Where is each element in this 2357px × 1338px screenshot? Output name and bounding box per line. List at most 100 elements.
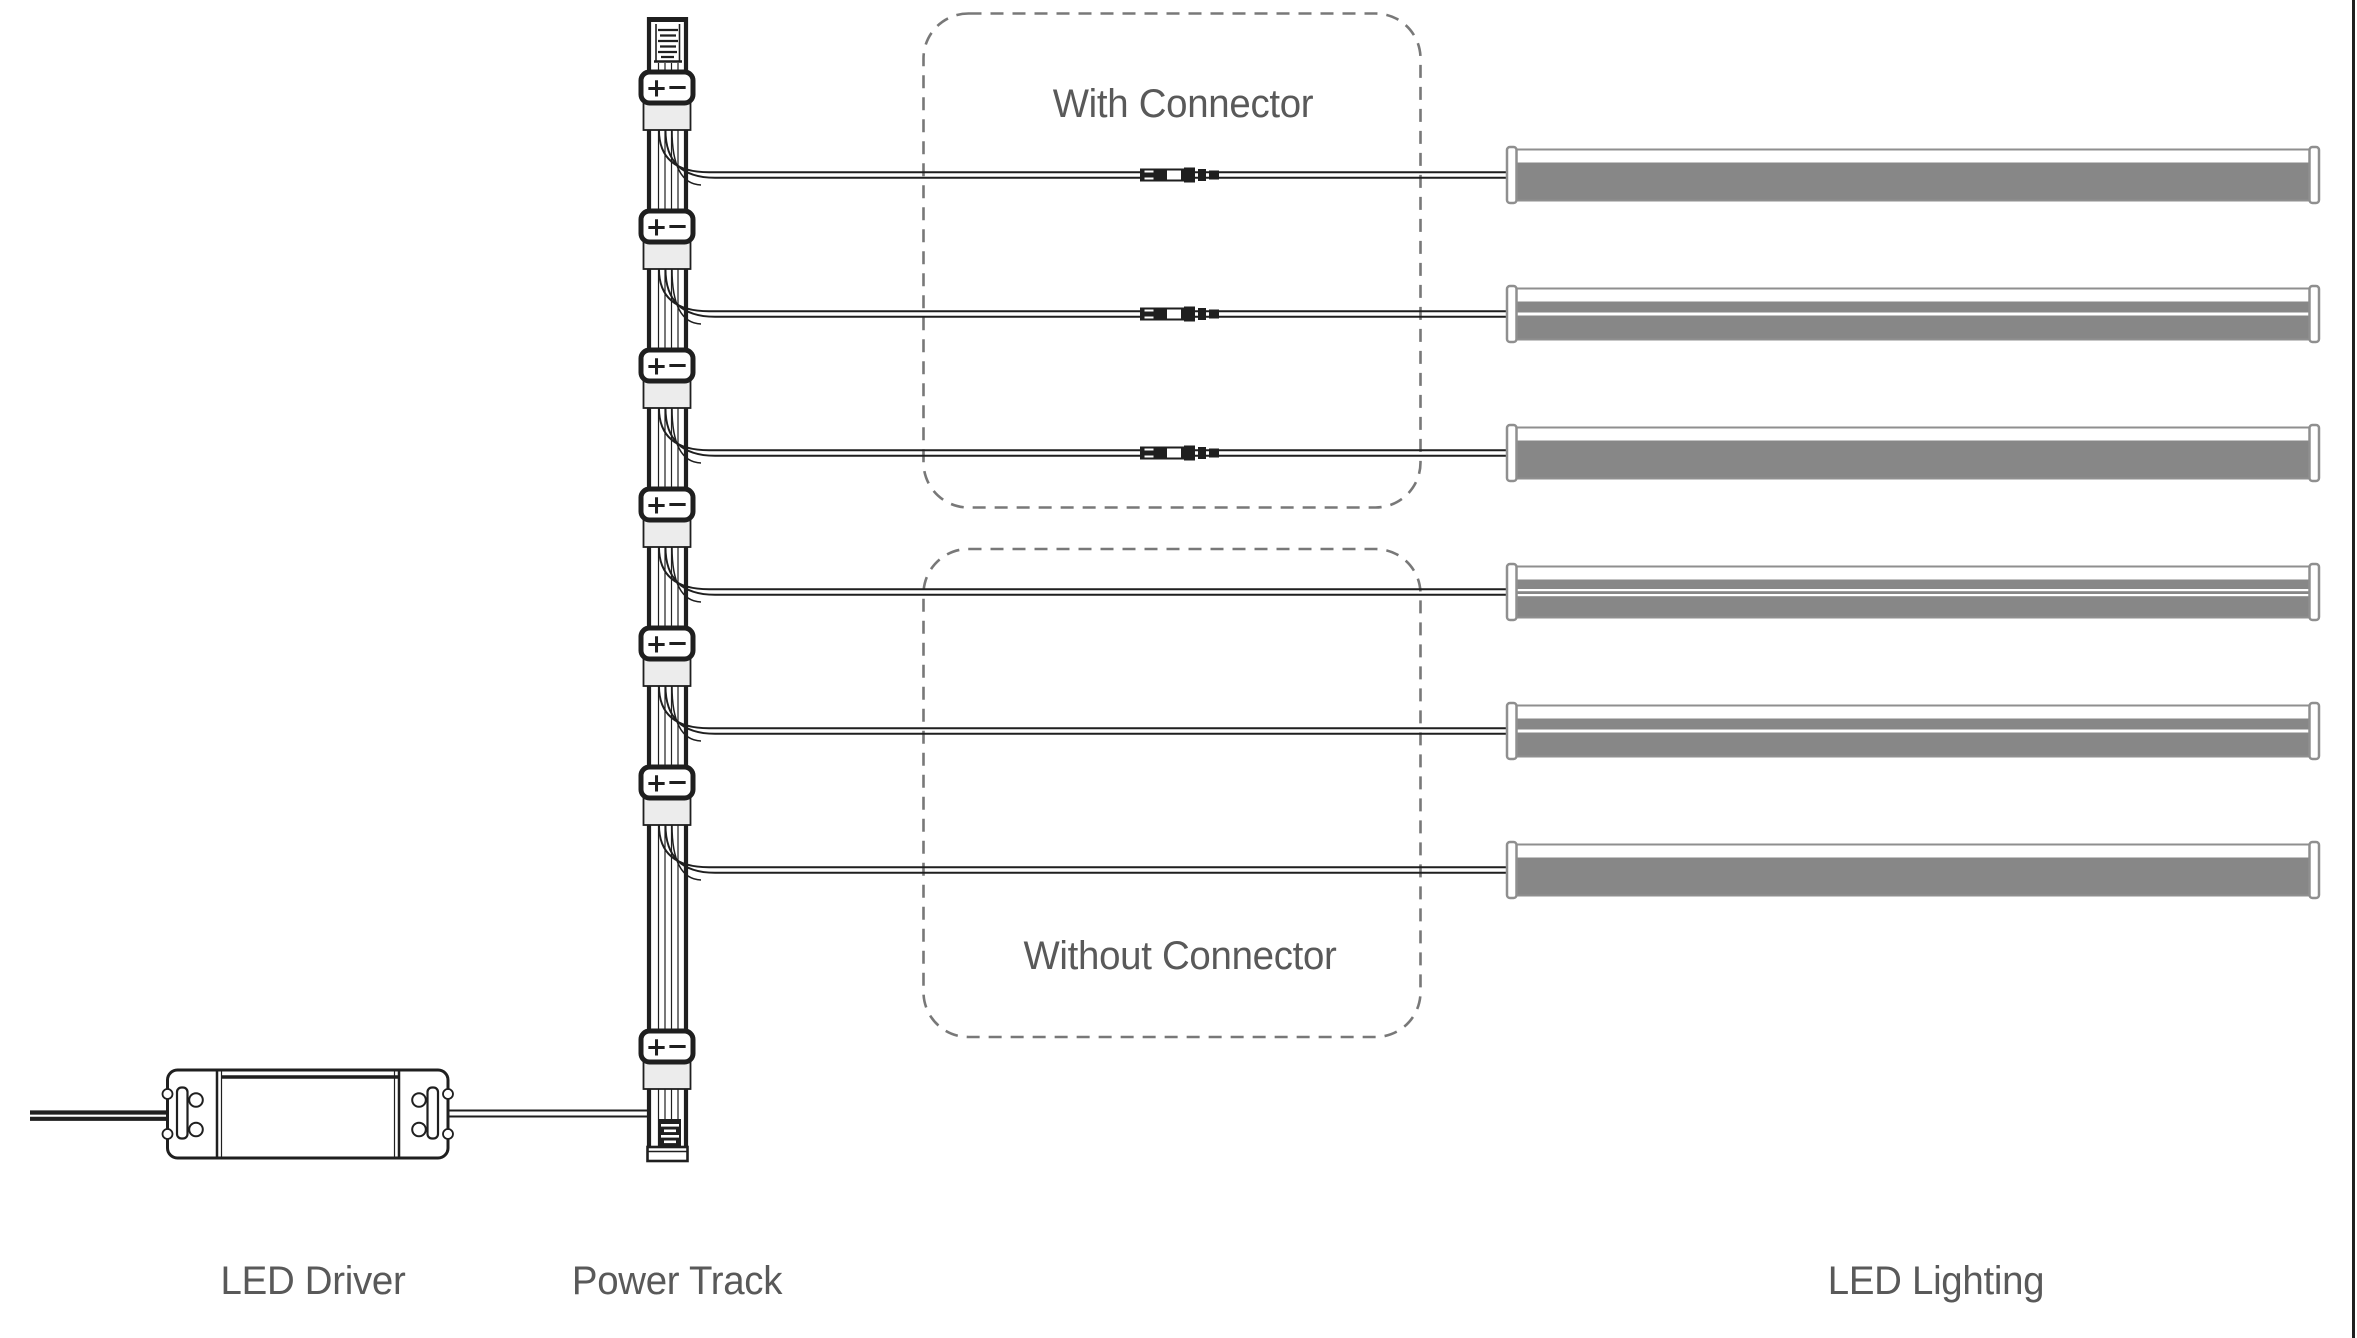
screw-terminal-icon xyxy=(411,1121,427,1138)
led-driver xyxy=(30,1068,651,1160)
led-bar-endcap xyxy=(1505,562,1518,622)
track-terminal-3: +− xyxy=(638,347,696,409)
mounting-notch xyxy=(161,1128,174,1140)
light-run-6 xyxy=(658,824,2321,900)
wire-line xyxy=(664,268,1507,318)
track-terminal-4: +− xyxy=(638,486,696,548)
terminal-socket xyxy=(638,764,696,801)
led-bar-lens xyxy=(1517,579,2309,617)
terminal-plate xyxy=(426,1086,440,1140)
minus-polarity-icon: − xyxy=(667,212,689,242)
minus-polarity-icon: − xyxy=(667,768,689,798)
screw-terminal-icon xyxy=(188,1121,204,1138)
led-bar xyxy=(1505,145,2321,205)
light-run-3 xyxy=(658,407,2321,483)
led-bar xyxy=(1505,284,2321,344)
terminal-socket xyxy=(638,69,696,106)
wire-line xyxy=(658,268,1507,313)
wire-line xyxy=(664,685,1507,735)
wire-arc xyxy=(671,546,702,603)
spring-contact-icon xyxy=(658,28,678,59)
terminal-body xyxy=(642,100,692,131)
without-connector-label: Without Connector xyxy=(1023,934,1337,978)
track-terminal-2: +− xyxy=(638,208,696,270)
power-track-label: Power Track xyxy=(571,1259,783,1303)
plus-polarity-icon: + xyxy=(646,74,668,104)
minus-polarity-icon: − xyxy=(667,1032,689,1062)
track-feed-plug xyxy=(659,1119,681,1146)
mounting-notch xyxy=(442,1128,454,1140)
wire-line xyxy=(658,824,1507,869)
light-run-4 xyxy=(658,546,2321,622)
led-bar xyxy=(1505,562,2321,622)
screw-terminal-icon xyxy=(411,1092,427,1108)
without-connector-box xyxy=(922,547,1422,1039)
led-bar-endcap xyxy=(1505,145,1518,205)
inline-connector-icon xyxy=(1140,167,1219,183)
led-bar-lens xyxy=(1517,301,2309,339)
terminal-socket xyxy=(638,625,696,662)
inline-connector-icon xyxy=(1140,306,1219,322)
wire-arc xyxy=(671,268,702,325)
wire-arc xyxy=(671,407,702,464)
terminal-socket xyxy=(638,208,696,245)
plus-polarity-icon: + xyxy=(646,630,668,660)
led-bar xyxy=(1505,701,2321,761)
wire-line xyxy=(664,129,1507,179)
led-bar-endcap xyxy=(2308,423,2321,483)
track-bottom-cap xyxy=(646,1145,689,1163)
terminal-socket xyxy=(638,347,696,384)
wire-line xyxy=(658,546,1507,591)
wire-line xyxy=(664,407,1507,457)
wire-line xyxy=(658,407,1507,452)
led-bar-lens xyxy=(1517,440,2309,478)
wire-arc xyxy=(671,685,702,742)
mounting-notch xyxy=(161,1088,174,1100)
led-bar xyxy=(1505,840,2321,900)
led-bar-endcap xyxy=(2308,840,2321,900)
terminal-socket xyxy=(638,1028,696,1065)
led-lighting-label: LED Lighting xyxy=(1827,1259,2045,1303)
terminal-body xyxy=(642,378,692,409)
power-track xyxy=(646,17,689,1163)
track-terminal-7: +− xyxy=(638,1028,696,1090)
led-bar-endcap xyxy=(1505,840,1518,900)
inline-connector-icon xyxy=(1140,445,1219,461)
led-driver-label: LED Driver xyxy=(220,1259,406,1303)
light-run-2 xyxy=(658,268,2321,344)
led-bar-lens xyxy=(1517,162,2309,200)
led-bar-endcap xyxy=(1505,284,1518,344)
led-bar-endcap xyxy=(1505,701,1518,761)
terminal-plate xyxy=(175,1086,189,1140)
led-bar-endcap xyxy=(2308,145,2321,205)
plus-polarity-icon: + xyxy=(646,1033,668,1063)
wire-arc xyxy=(671,824,702,881)
led-bar xyxy=(1505,423,2321,483)
led-bar-lens xyxy=(1517,718,2309,756)
terminal-socket xyxy=(638,486,696,523)
with-connector-box xyxy=(922,12,1422,509)
wire-line xyxy=(658,129,1507,174)
minus-polarity-icon: − xyxy=(667,629,689,659)
track-terminal-5: +− xyxy=(638,625,696,687)
plus-polarity-icon: + xyxy=(646,213,668,243)
led-bar-endcap xyxy=(2308,284,2321,344)
led-bar-endcap xyxy=(1505,423,1518,483)
led-bar-endcap xyxy=(2308,562,2321,622)
light-run-1 xyxy=(658,129,2321,205)
track-terminal-6: +− xyxy=(638,764,696,826)
screw-terminal-icon xyxy=(188,1092,204,1108)
led-bar-endcap xyxy=(2308,701,2321,761)
with-connector-label: With Connector xyxy=(1052,82,1314,126)
terminal-body xyxy=(642,656,692,687)
plus-polarity-icon: + xyxy=(646,352,668,382)
plus-polarity-icon: + xyxy=(646,491,668,521)
plus-polarity-icon: + xyxy=(646,769,668,799)
terminal-body xyxy=(642,239,692,270)
minus-polarity-icon: − xyxy=(667,73,689,103)
track-terminal-1: +− xyxy=(638,69,696,131)
wire-line xyxy=(658,685,1507,730)
led-bar-lens xyxy=(1517,857,2309,895)
